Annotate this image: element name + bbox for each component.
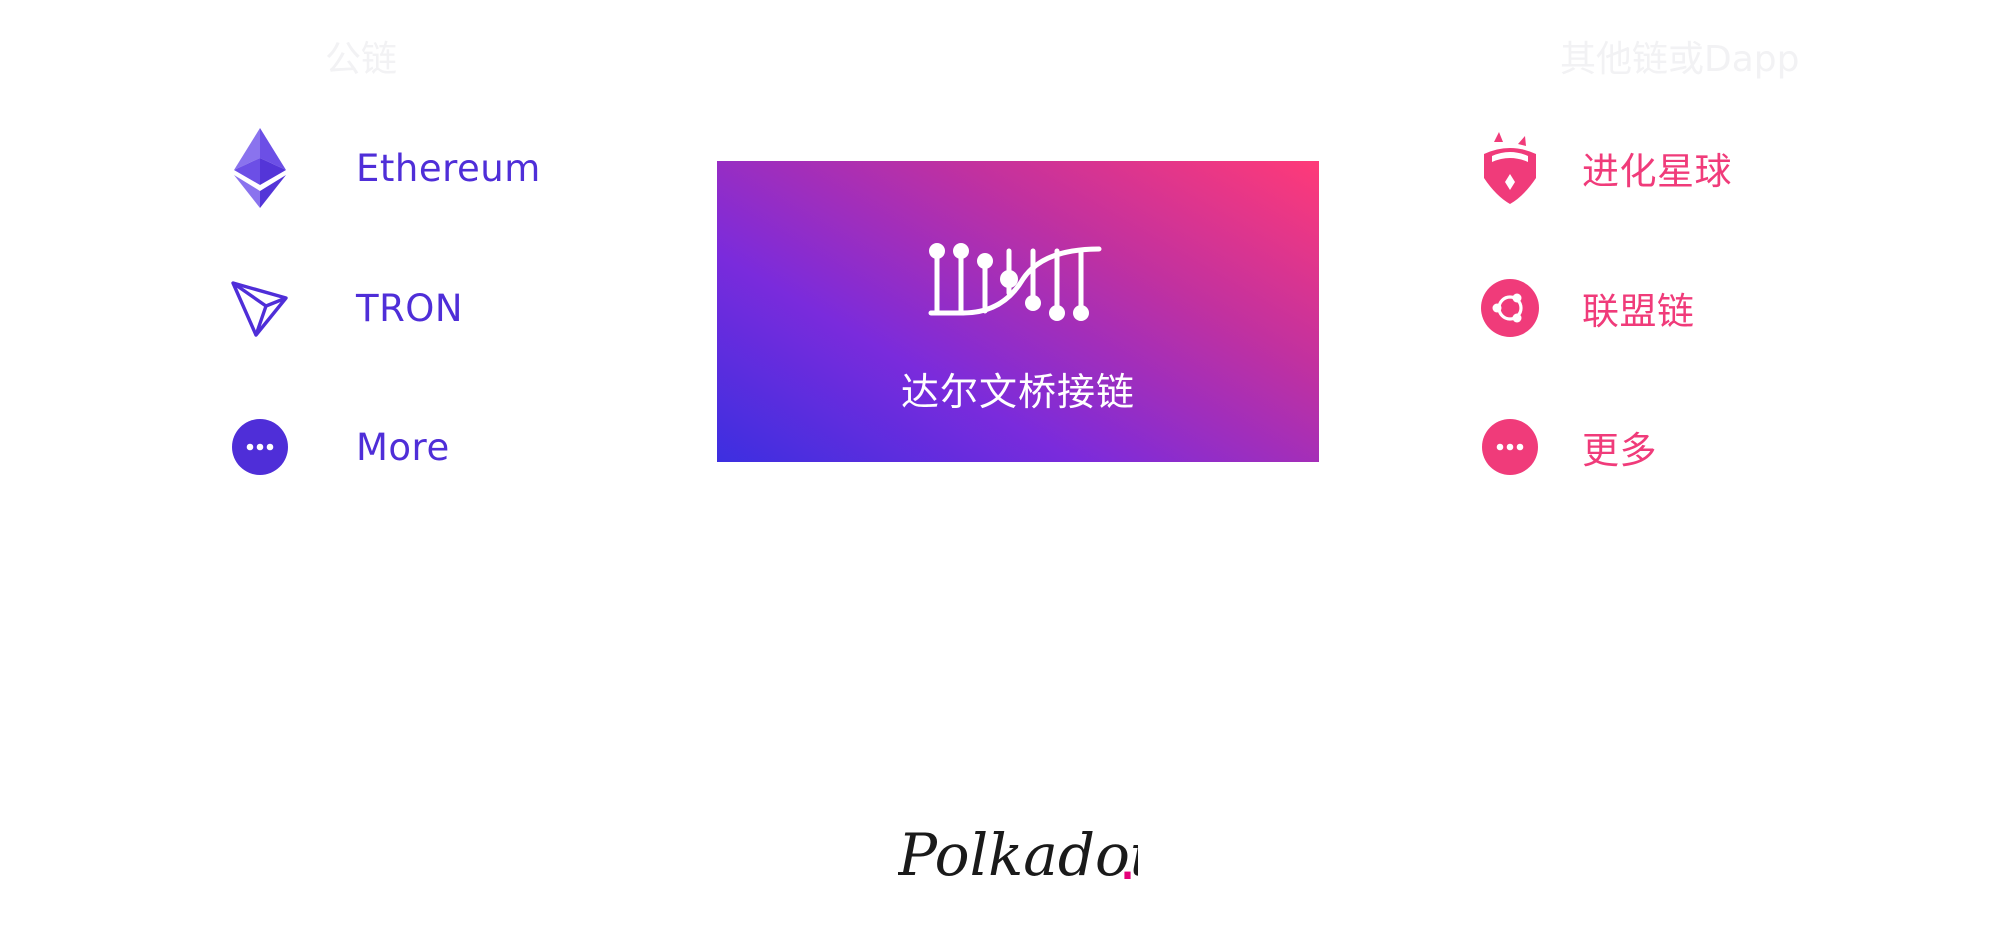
consortium-chain-icon — [1480, 266, 1540, 350]
heading-other-chains: 其他链或Dapp — [1560, 39, 1800, 80]
chain-label-tron: TRON — [356, 286, 464, 330]
chain-label-consortium-chain: 联盟链 — [1582, 290, 1695, 333]
polkadot-logo: Polkadot . — [897, 820, 1154, 904]
chain-label-more: More — [356, 425, 450, 469]
heading-public-chains: 公链 — [325, 39, 398, 80]
more-icon — [1480, 405, 1540, 489]
chain-item-more-cn[interactable]: 更多 — [1480, 405, 1657, 489]
chain-item-ethereum[interactable]: Ethereum — [230, 126, 541, 210]
darwinia-bridge-card: 达尔文桥接链 — [717, 161, 1319, 462]
evolution-planet-icon — [1480, 126, 1540, 210]
chain-label-evolution-planet: 进化星球 — [1582, 150, 1732, 193]
tron-icon — [230, 266, 290, 350]
chain-label-ethereum: Ethereum — [356, 146, 541, 190]
bridge-label: 达尔文桥接链 — [900, 370, 1135, 414]
ethereum-icon — [230, 126, 290, 210]
chain-item-more[interactable]: More — [230, 405, 450, 489]
chain-label-more-cn: 更多 — [1582, 429, 1657, 472]
polkadot-dot: . — [1118, 824, 1137, 894]
polkadot-wordmark: Polkadot — [898, 821, 1138, 889]
chain-item-evolution-planet[interactable]: 进化星球 — [1480, 126, 1732, 210]
chain-item-consortium-chain[interactable]: 联盟链 — [1480, 266, 1695, 350]
more-icon — [230, 405, 290, 489]
dna-bridge-icon — [927, 241, 1107, 335]
chain-item-tron[interactable]: TRON — [230, 266, 463, 350]
